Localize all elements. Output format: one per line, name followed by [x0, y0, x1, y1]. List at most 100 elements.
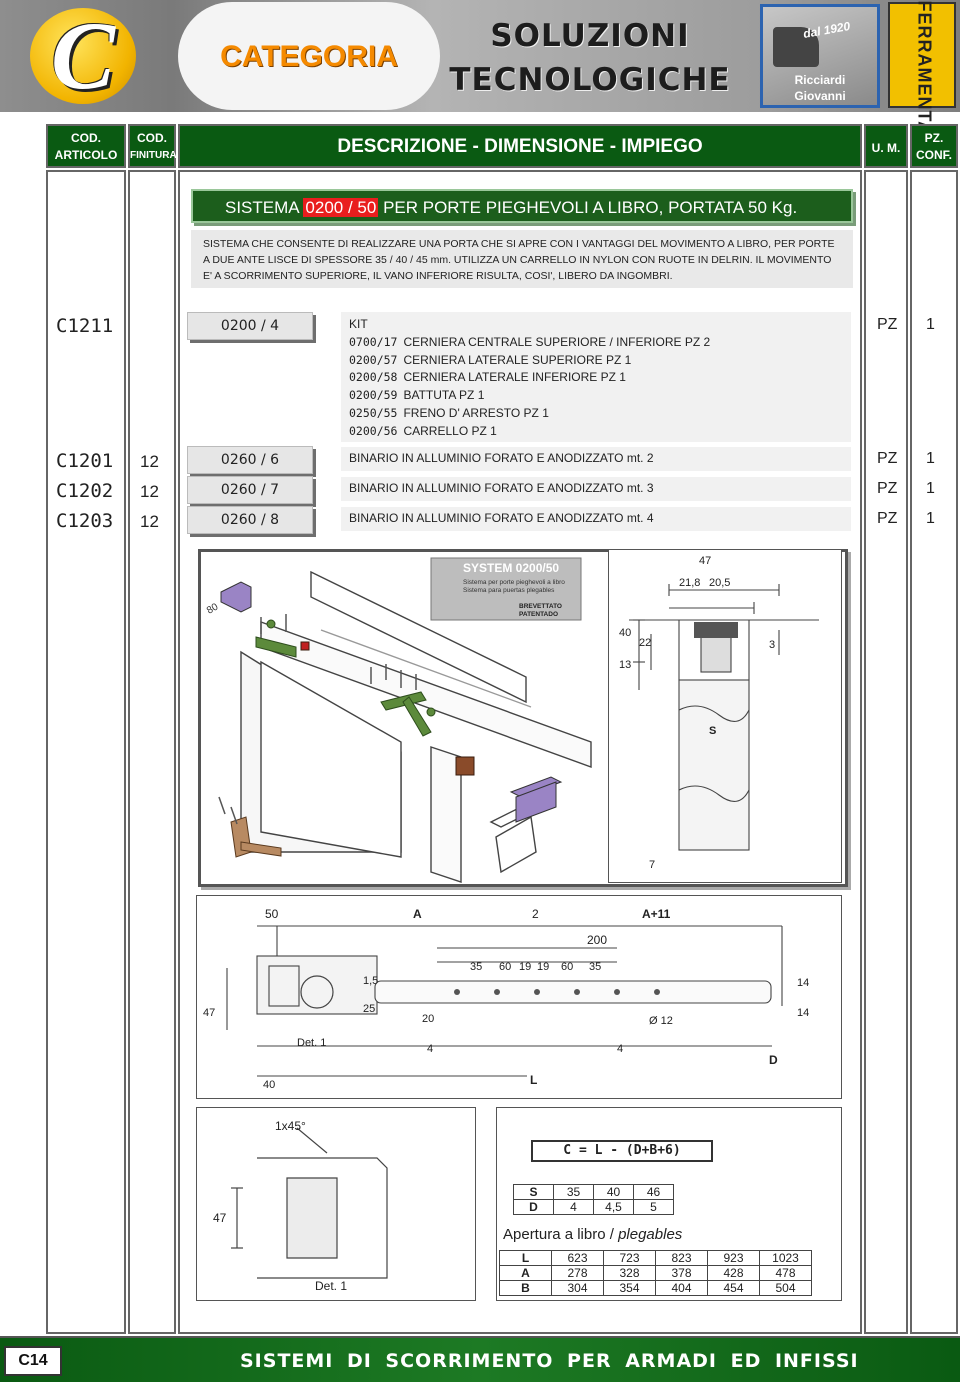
section-dim-205: 20,5	[709, 577, 730, 589]
table-cell: 328	[603, 1265, 656, 1281]
system-title-code: 0200 / 50	[303, 198, 379, 217]
column-header-cod-articolo-line2: ARTICOLO	[54, 148, 118, 162]
table-cell: 478	[759, 1265, 812, 1281]
plan-dim-60a: 60	[499, 961, 511, 973]
section-dim-13: 13	[619, 659, 631, 671]
column-body-um	[864, 170, 908, 1334]
table-cell: 623	[551, 1250, 604, 1266]
table-caption-italic: plegables	[618, 1226, 683, 1243]
formula-box: C = L - (D+B+6)	[531, 1140, 713, 1162]
table-cell: D	[513, 1199, 554, 1215]
plan-dim-19a: 19	[519, 961, 531, 973]
exploded-system-label: SYSTEM 0200/50	[463, 561, 559, 575]
system-description: SISTEMA CHE CONSENTE DI REALIZZARE UNA P…	[191, 230, 853, 288]
detail-det-label: Det. 1	[315, 1279, 347, 1293]
table-cell: 378	[655, 1265, 708, 1281]
plan-dim-2: 2	[532, 907, 539, 921]
table-row: S 35 40 46	[513, 1184, 674, 1200]
table-cell: 46	[633, 1184, 674, 1200]
hammer-icon	[773, 27, 819, 67]
plan-dim-35b: 35	[589, 961, 601, 973]
kit-line: 0700/17 CERNIERA CENTRALE SUPERIORE / INF…	[349, 334, 843, 352]
table-cell: 504	[759, 1280, 812, 1296]
column-body-cod-articolo	[46, 170, 126, 1334]
column-header-pz-conf: PZ. CONF.	[910, 124, 958, 168]
column-body-cod-finitura	[128, 170, 176, 1334]
kit-line-code: 0700/17	[349, 334, 398, 349]
table-caption-main: Apertura a libro /	[503, 1226, 619, 1243]
item-ref-box: 0260 / 8	[187, 506, 313, 534]
banner-title: SOLUZIONI TECNOLOGICHE	[440, 14, 740, 102]
kit-ref-box: 0200 / 4	[187, 312, 313, 340]
item-description: BINARIO IN ALLUMINIO FORATO E ANODIZZATO…	[341, 447, 851, 471]
exploded-brevettato: BREVETTATO	[519, 603, 562, 610]
plan-dim-60b: 60	[561, 961, 573, 973]
plan-dim-47: 47	[203, 1007, 215, 1019]
table-cell: B	[499, 1280, 552, 1296]
section-dim-40: 40	[619, 627, 631, 639]
column-header-pz-conf-line2: CONF.	[916, 148, 952, 162]
section-dim-7: 7	[649, 859, 655, 871]
column-header-cod-finitura-line2: FINITURA	[130, 150, 177, 161]
plan-dim-a11: A+11	[642, 907, 671, 921]
table-cell: 354	[603, 1280, 656, 1296]
item-article-code: C1202	[56, 480, 114, 502]
item-description: BINARIO IN ALLUMINIO FORATO E ANODIZZATO…	[341, 477, 851, 501]
table-cell: 4,5	[593, 1199, 634, 1215]
item-finish-code: 12	[140, 482, 159, 501]
s-d-table: S 35 40 46 D 4 4,5 5	[513, 1184, 674, 1215]
category-c-logo: C	[30, 2, 136, 109]
kit-line-code: 0200/57	[349, 352, 398, 367]
table-cell: 404	[655, 1280, 708, 1296]
column-body-pz-conf	[910, 170, 958, 1334]
ferramenta-label-box: FERRAMENTA	[888, 0, 956, 136]
plan-dim-25: 25	[363, 1003, 375, 1015]
table-cell: 35	[553, 1184, 594, 1200]
detail-chamfer: 1x45°	[275, 1119, 306, 1133]
header-banner: C CATEGORIA SOLUZIONI TECNOLOGICHE dal 1…	[0, 0, 960, 136]
table-row: B 304 354 404 454 504	[499, 1280, 812, 1296]
table-cell: L	[499, 1250, 552, 1266]
item-article-code: C1203	[56, 510, 114, 532]
section-dim-s: S	[709, 725, 716, 737]
column-header-cod-finitura-line1: COD.	[137, 131, 167, 145]
column-header-um-label: U. M.	[871, 141, 901, 155]
item-um: PZ	[877, 450, 898, 467]
item-ref-box: 0260 / 7	[187, 476, 313, 504]
ferramenta-label: FERRAMENTA	[914, 0, 935, 136]
item-finish-code: 12	[140, 512, 159, 531]
item-um: PZ	[877, 510, 898, 527]
page-code: C14	[4, 1346, 62, 1376]
section-dim-218: 21,8	[679, 577, 700, 589]
item-pz: 1	[926, 480, 935, 497]
formula-table-panel: C = L - (D+B+6) S 35 40 46 D 4 4,5 5 Ape…	[496, 1107, 842, 1301]
logo-letter: C	[50, 2, 116, 109]
kit-line-text: CERNIERA LATERALE INFERIORE PZ 1	[403, 370, 626, 385]
item-ref-box: 0260 / 6	[187, 446, 313, 474]
kit-line-text: CERNIERA CENTRALE SUPERIORE / INFERIORE …	[403, 334, 711, 349]
section-view-panel: 47 21,8 20,5 40 22 13 3 S 7	[608, 549, 842, 883]
table-cell: 428	[707, 1265, 760, 1281]
table-cell: 1023	[759, 1250, 812, 1266]
plan-dim-12: Ø 12	[649, 1015, 673, 1027]
plan-dim-14a: 14	[797, 977, 809, 989]
column-header-description: DESCRIZIONE - DIMENSIONE - IMPIEGO	[178, 124, 862, 168]
footer-title: SISTEMI DI SCORRIMENTO PER ARMADI ED INF…	[240, 1350, 859, 1372]
table-cell: 4	[553, 1199, 594, 1215]
kit-um: PZ	[877, 316, 898, 333]
plan-dim-50: 50	[265, 907, 279, 921]
section-dim-22: 22	[639, 637, 651, 649]
plan-dim-4a: 4	[427, 1043, 433, 1055]
table-cell: 823	[655, 1250, 708, 1266]
plan-dim-d: D	[769, 1053, 778, 1067]
exploded-patentado: PATENTADO	[519, 611, 558, 618]
kit-line-code: 0200/56	[349, 423, 398, 438]
plan-dim-19b: 19	[537, 961, 549, 973]
kit-line-text: FRENO D' ARRESTO PZ 1	[403, 405, 549, 420]
plan-dim-20: 20	[422, 1013, 434, 1025]
table-cell: 454	[707, 1280, 760, 1296]
table-cell: 40	[593, 1184, 634, 1200]
